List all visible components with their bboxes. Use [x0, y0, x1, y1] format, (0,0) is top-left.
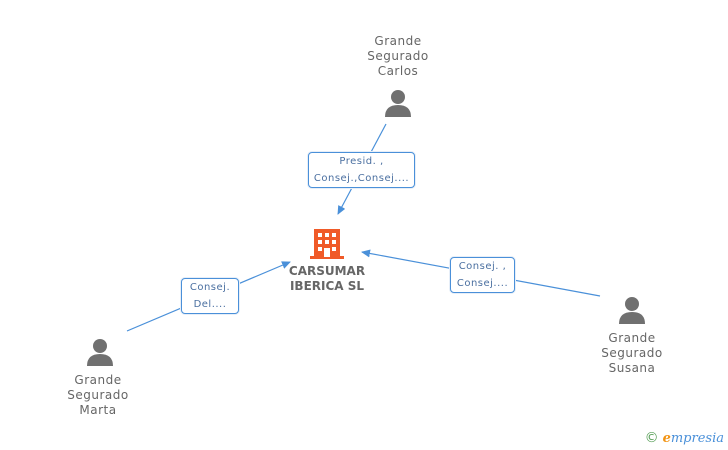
brand-logo: empresia: [663, 431, 724, 446]
role-line1: Presid. ,: [339, 156, 384, 167]
company-name-line2: IBERICA SL: [289, 279, 365, 293]
person-name: Grande Segurado Carlos: [358, 34, 438, 79]
company-name[interactable]: CARSUMAR IBERICA SL: [286, 264, 368, 294]
building-icon[interactable]: [310, 229, 344, 259]
person-node-susana[interactable]: Grande Segurado Susana: [592, 331, 672, 376]
person-name-line3: Carlos: [377, 64, 419, 78]
brand-logo-rest: mpresia: [670, 430, 724, 446]
person-name-line1: Grande: [374, 34, 422, 48]
copyright-symbol: ©: [644, 430, 659, 446]
person-name-line2: Segurado: [67, 388, 129, 402]
person-name-line3: Susana: [608, 361, 656, 375]
role-box-susana[interactable]: Consej. , Consej....: [450, 257, 515, 293]
person-icon-marta[interactable]: [87, 339, 113, 366]
company-name-line1: CARSUMAR: [288, 264, 366, 278]
person-name-line2: Segurado: [367, 49, 429, 63]
role-box-marta[interactable]: Consej. Del....: [181, 278, 239, 314]
person-name-line1: Grande: [74, 373, 122, 387]
role-line2: Consej....: [456, 278, 509, 289]
person-node-carlos[interactable]: Grande Segurado Carlos: [358, 34, 438, 79]
role-line1: Consej. ,: [458, 261, 507, 272]
person-name-line1: Grande: [608, 331, 656, 345]
person-name-line3: Marta: [79, 403, 117, 417]
person-icon-susana[interactable]: [619, 297, 645, 324]
role-line2: Del....: [193, 299, 227, 310]
role-box-carlos[interactable]: Presid. , Consej.,Consej....: [308, 152, 415, 188]
person-name: Grande Segurado Marta: [58, 373, 138, 418]
role-line2: Consej.,Consej....: [313, 173, 410, 184]
person-name-line2: Segurado: [601, 346, 663, 360]
person-name: Grande Segurado Susana: [592, 331, 672, 376]
brand-logo-e: e: [662, 430, 671, 446]
person-node-marta[interactable]: Grande Segurado Marta: [58, 373, 138, 418]
person-icon-carlos[interactable]: [385, 90, 411, 117]
brand-footer[interactable]: © empresia: [645, 430, 724, 446]
role-line1: Consej.: [189, 282, 231, 293]
